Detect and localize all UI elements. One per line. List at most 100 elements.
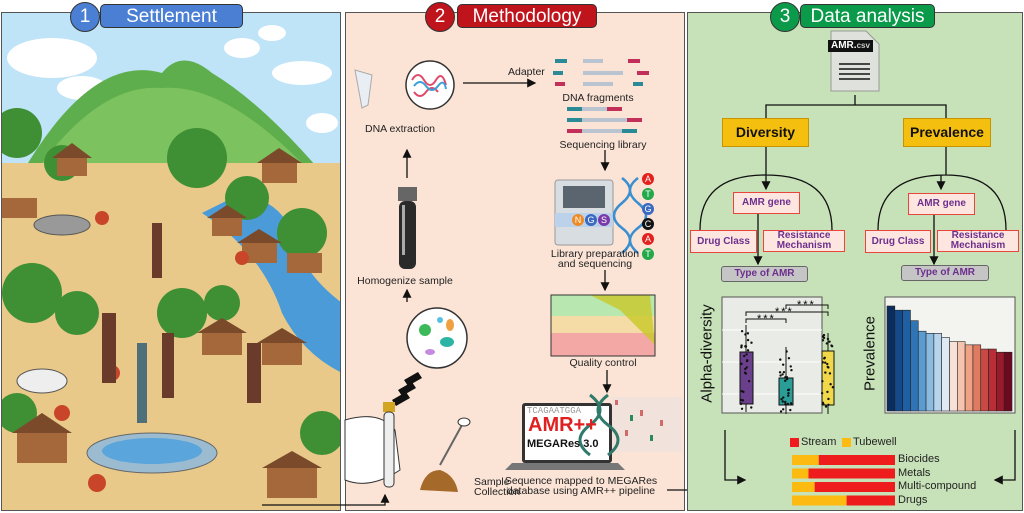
dna-fragments-label: DNA fragments — [562, 92, 634, 104]
methodology-title: Methodology — [457, 4, 597, 28]
prevalence-bar — [941, 337, 950, 412]
drug-class-box-right: Drug Class — [865, 230, 931, 253]
data-point — [824, 361, 827, 364]
data-point — [820, 392, 824, 395]
data-point — [824, 371, 827, 374]
data-point — [828, 372, 832, 375]
ngs-s: S — [598, 214, 610, 226]
laptop-seq-text: TCAGAATGGA — [527, 406, 582, 416]
data-point — [750, 406, 753, 409]
laptop-icon — [505, 403, 625, 470]
step-number-1: 1 — [70, 2, 100, 32]
data-point — [779, 410, 783, 413]
data-point — [823, 357, 826, 360]
base-g: G — [642, 203, 654, 215]
amr-gene-box-left: AMR gene — [733, 192, 800, 214]
tube-icon — [354, 69, 373, 109]
data-point — [780, 397, 783, 401]
csv-file-name: AMR. — [831, 40, 857, 51]
prevalence-bar — [894, 309, 903, 412]
data-point — [739, 398, 743, 402]
legend-stream: Stream — [801, 436, 837, 448]
data-point — [782, 370, 786, 374]
data-point — [746, 359, 749, 362]
sequencing-library-icon — [567, 107, 642, 133]
data-point — [779, 374, 782, 377]
data-point — [827, 366, 830, 369]
data-point — [789, 402, 793, 405]
data-point — [743, 371, 747, 374]
category-label: Drugs — [898, 493, 928, 506]
sample-collection-label-1: Sample — [474, 476, 510, 488]
base-t2: T — [642, 248, 654, 260]
data-point — [744, 367, 747, 371]
data-point — [778, 371, 782, 374]
data-point — [781, 400, 784, 403]
settlement-panel — [1, 12, 341, 511]
step-number-3: 3 — [770, 2, 800, 32]
data-point — [828, 340, 831, 343]
alpha-diversity-axis-label: Alpha-diversity — [698, 304, 716, 403]
data-point — [784, 402, 787, 406]
data-point — [740, 407, 744, 411]
data-point — [787, 392, 790, 395]
megares-logo: MEGARes 3.0 — [527, 438, 599, 450]
data-point — [740, 329, 744, 333]
tubewell-legend-swatch — [842, 438, 851, 447]
prevalence-bar — [988, 348, 997, 412]
data-point — [784, 379, 787, 382]
data-point — [746, 349, 750, 352]
data-point — [785, 350, 788, 353]
amr-plus-plus-logo: AMR++ — [528, 414, 597, 436]
data-point — [744, 345, 747, 348]
data-point — [789, 365, 792, 368]
mechanism-label: Mechanism — [776, 240, 832, 251]
ngs-n: N — [572, 214, 584, 226]
tubewell-bar — [792, 455, 819, 465]
data-point — [824, 405, 828, 408]
base-a: A — [642, 173, 654, 185]
data-point — [746, 338, 750, 342]
category-label: Metals — [898, 466, 931, 479]
prevalence-bar — [957, 341, 966, 412]
prevalence-bar — [925, 332, 935, 412]
data-point — [744, 333, 747, 336]
category-label: Biocides — [898, 453, 940, 465]
data-point — [746, 332, 750, 335]
base-letters: A T G C A T — [642, 173, 654, 260]
data-point — [821, 380, 824, 383]
dna-fragments-icon — [553, 59, 649, 86]
ngs-badges: N G S — [572, 214, 610, 226]
diversity-box: Diversity — [722, 118, 809, 147]
amr-gene-box-right: AMR gene — [908, 193, 975, 215]
prevalence-box: Prevalence — [903, 118, 991, 147]
prevalence-bar — [996, 351, 1005, 412]
sample-tube-icon — [398, 187, 417, 269]
data-point — [745, 353, 748, 356]
stream-bar — [846, 495, 895, 506]
data-point — [825, 342, 829, 345]
data-point — [787, 388, 791, 391]
ngs-g: G — [585, 214, 597, 226]
csv-file-ext: csv — [856, 41, 870, 50]
spoon-and-sample-icon — [420, 417, 471, 492]
drug-class-box-left: Drug Class — [690, 230, 757, 253]
prevalence-bar-chart — [884, 296, 1016, 414]
settlement-illustration — [2, 13, 340, 510]
mapping-label-2: database using AMR++ pipeline — [506, 485, 656, 497]
significance-2: *** — [775, 306, 794, 318]
resistance-label: Resistance — [951, 230, 1005, 241]
data-point — [782, 396, 785, 399]
type-of-amr-box-right: Type of AMR — [901, 265, 989, 281]
prevalence-bar — [949, 341, 958, 412]
data-point — [785, 377, 789, 381]
stream-bar — [814, 482, 895, 492]
data-point — [830, 344, 833, 347]
prevalence-bar — [886, 305, 896, 412]
csv-file-label: AMR.csv — [828, 40, 873, 52]
library-prep-label-1: Library preparation — [550, 248, 640, 260]
stream-bar — [818, 455, 895, 465]
data-point — [826, 390, 829, 394]
